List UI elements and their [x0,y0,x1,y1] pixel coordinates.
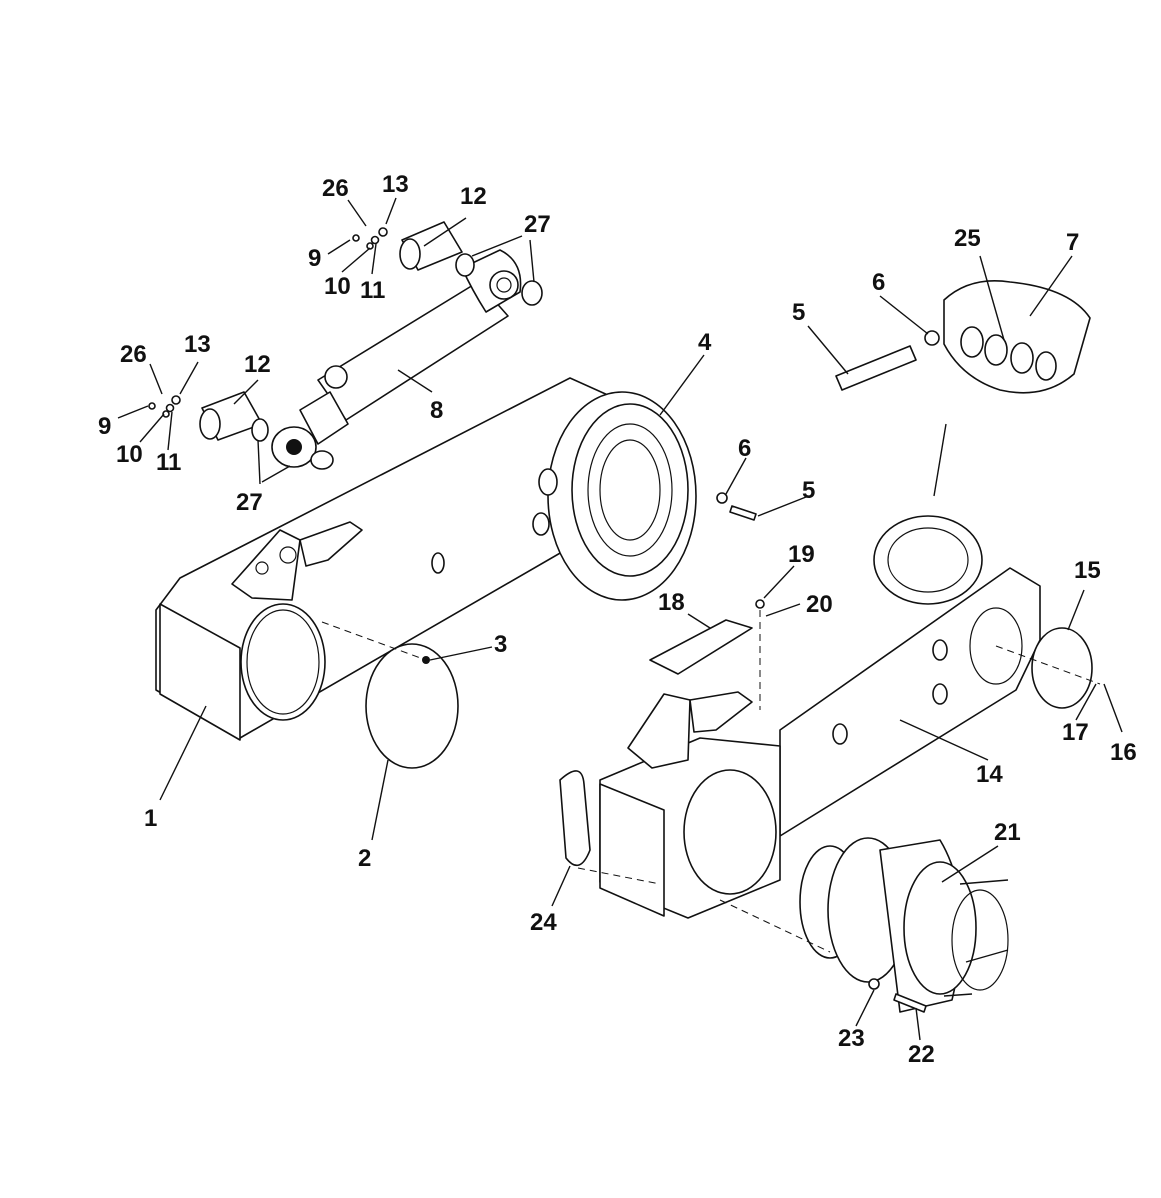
callout-12-upper: 12 [460,183,487,210]
callout-5-lower: 5 [802,477,815,504]
callout-22: 22 [908,1041,935,1068]
callout-12-lower: 12 [244,351,271,378]
inspection-plate [649,599,765,710]
bearing-bolt [716,492,757,521]
callout-23: 23 [838,1025,865,1052]
bearing-segment-detail [835,280,1091,394]
callout-10-upper: 10 [324,273,351,300]
callout-2: 2 [358,845,371,872]
callout-1: 1 [144,805,157,832]
callout-11-upper: 11 [360,277,385,304]
callout-3: 3 [494,631,507,658]
callout-9-upper: 9 [308,245,321,272]
callout-6-lower: 6 [738,435,751,462]
swing-arm-left [155,377,697,741]
callout-13-lower: 13 [184,331,211,358]
callout-26-lower: 26 [120,341,147,368]
callout-21: 21 [994,819,1021,846]
callout-10-lower: 10 [116,441,143,468]
callout-13-upper: 13 [382,171,409,198]
callout-15: 15 [1074,557,1101,584]
callout-24: 24 [530,909,557,936]
callout-6-upper: 6 [872,269,885,296]
callout-14: 14 [976,761,1003,788]
callout-labels: 1 2 3 4 5 5 6 6 7 8 9 9 10 10 11 11 12 1… [98,171,1137,1068]
leader-lines [117,197,1123,1041]
callout-25: 25 [954,225,981,252]
cover-plate-left [321,621,459,769]
callout-18: 18 [658,589,685,616]
callout-8: 8 [430,397,443,424]
callout-27-lower: 27 [236,489,263,516]
callout-20: 20 [806,591,833,618]
callout-5-upper: 5 [792,299,805,326]
callout-9-lower: 9 [98,413,111,440]
shim-segment [559,770,661,885]
callout-26-upper: 26 [322,175,349,202]
callout-27-upper: 27 [524,211,551,238]
callout-16: 16 [1110,739,1137,766]
callout-17: 17 [1062,719,1089,746]
callout-4: 4 [698,329,712,356]
callout-7: 7 [1066,229,1079,256]
wheel-hub [719,837,1009,1013]
callout-11-lower: 11 [156,449,181,476]
cover-plate-right [995,627,1101,709]
swing-arm-right [599,515,1041,919]
hydraulic-cylinder [148,221,543,470]
callout-19: 19 [788,541,815,568]
